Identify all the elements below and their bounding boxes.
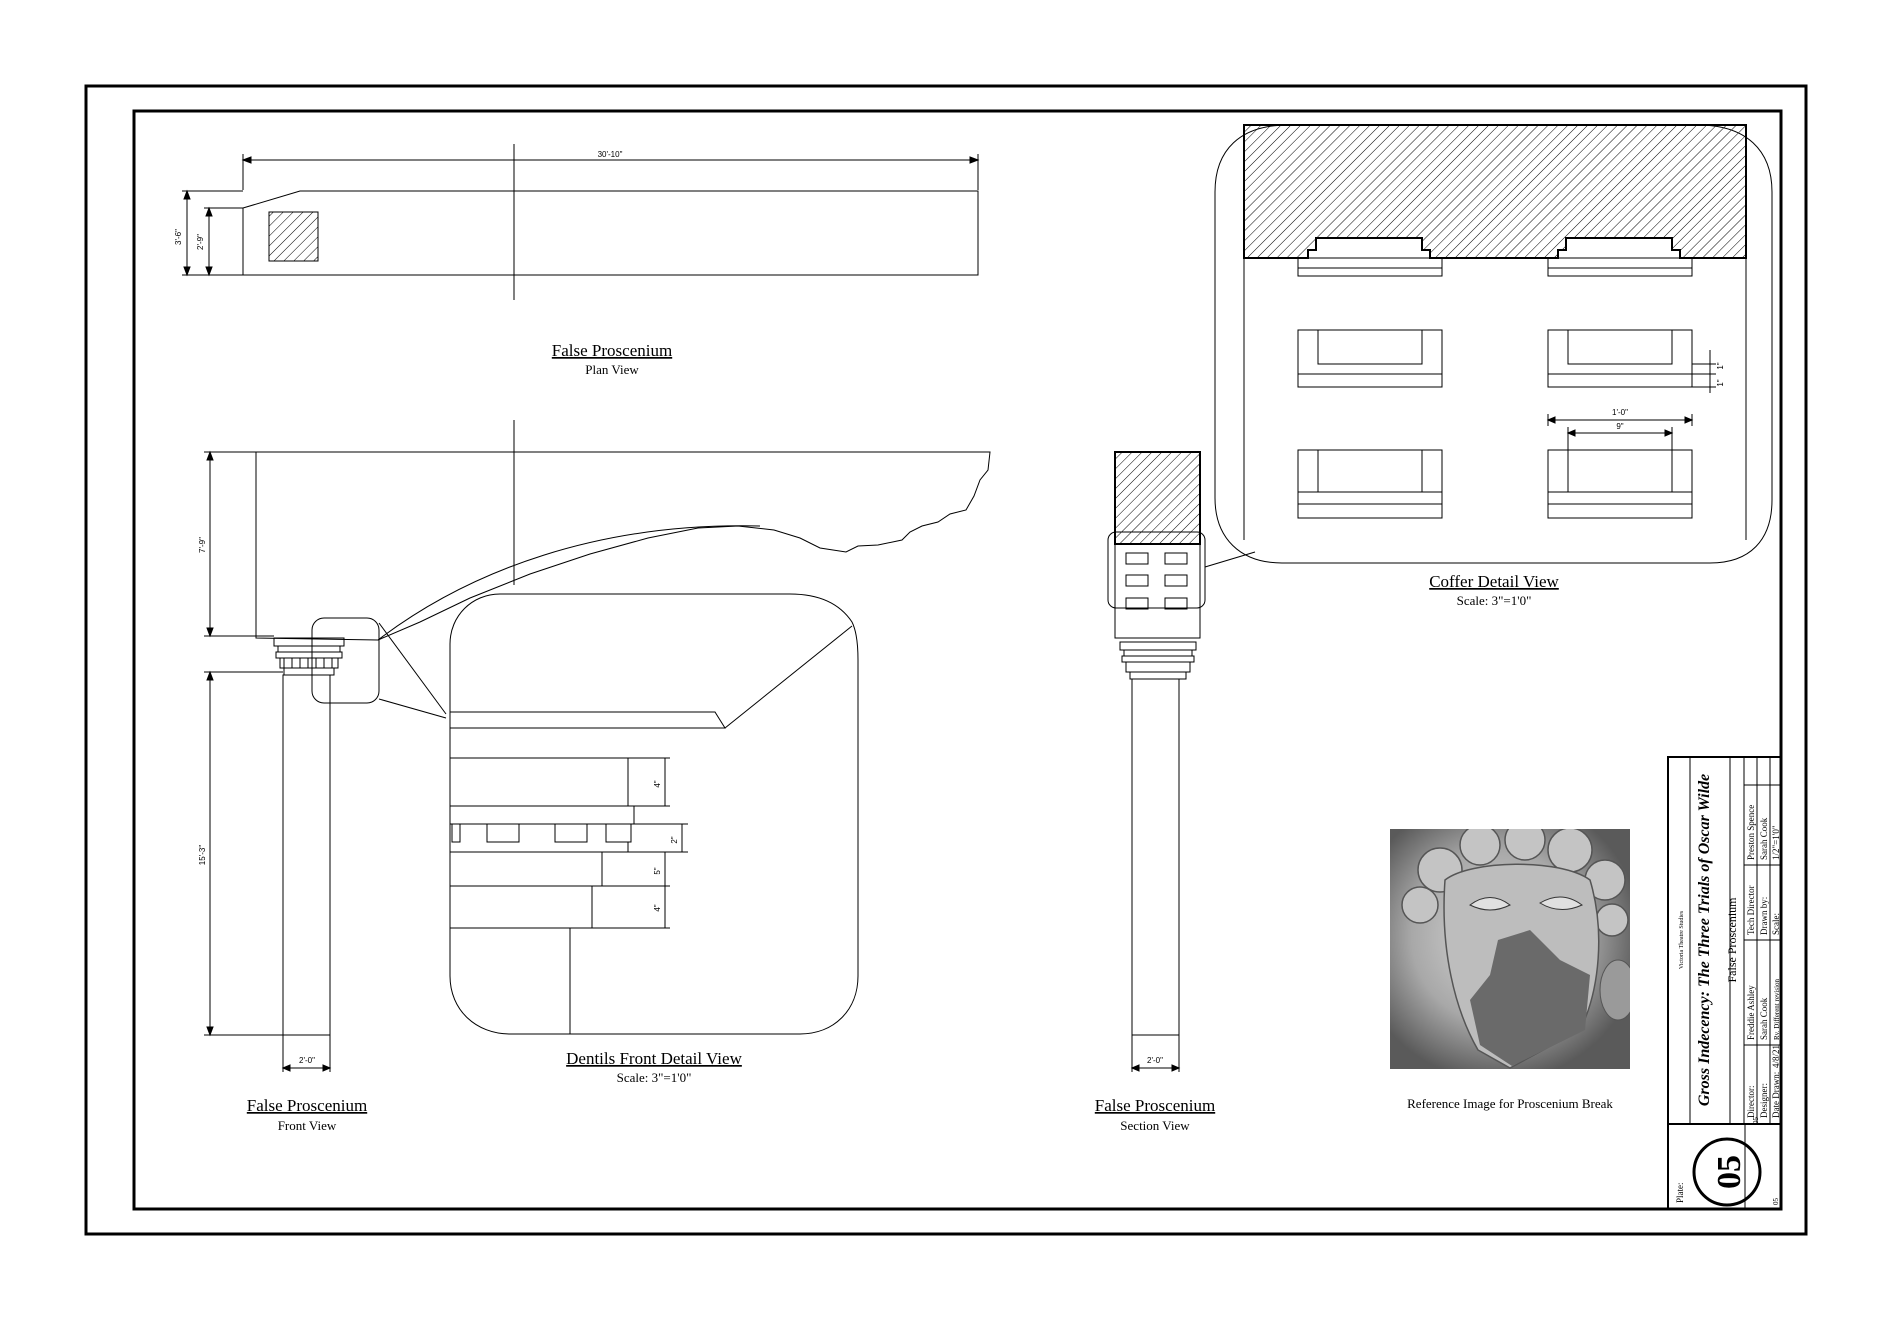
front-view-subtitle: Front View <box>278 1118 337 1133</box>
coffer-dim-a: 1" <box>1716 362 1725 369</box>
plan-dim-overall: 30'-10" <box>598 150 623 159</box>
tb-row1-label: Director: <box>1746 1086 1756 1118</box>
plan-view-title: False Proscenium <box>552 341 672 360</box>
dentils-dim-a: 4" <box>653 780 662 787</box>
section-view-subtitle: Section View <box>1120 1118 1190 1133</box>
tb-row3-value2: 1/2"=1'0" <box>1771 825 1781 860</box>
front-view-drawing <box>204 420 991 1072</box>
tb-row2-label2: Drawn by: <box>1759 897 1769 935</box>
coffer-view-subtitle: Scale: 3"=1'0" <box>1457 593 1532 608</box>
tb-row1-label2: Tech Director <box>1746 885 1756 935</box>
tb-row2-value2: Sarah Cook <box>1759 817 1769 860</box>
tb-row3-label: Date Drawn: <box>1771 1072 1781 1118</box>
coffer-dim-outer: 1'-0" <box>1612 408 1628 417</box>
plan-dim-outer: 3'-6" <box>174 229 183 245</box>
coffer-detail-drawing <box>1214 124 1773 564</box>
title-block <box>1667 756 1782 1210</box>
plate-number: 05 <box>1711 1155 1748 1189</box>
coffer-view-title: Coffer Detail View <box>1429 572 1559 591</box>
drawing-name: False Proscenium <box>1725 897 1739 983</box>
plan-view-subtitle: Plan View <box>585 362 639 377</box>
dentils-dim-b: 2" <box>670 836 679 843</box>
tb-revision: Rv. Different revision <box>1773 978 1781 1040</box>
reference-image <box>1390 829 1630 1069</box>
plate-label: Plate: <box>1675 1183 1685 1204</box>
dentils-detail-drawing <box>449 593 859 1035</box>
section-view-drawing <box>1107 451 1256 1072</box>
dentils-view-title: Dentils Front Detail View <box>566 1049 742 1068</box>
front-view-title: False Proscenium <box>247 1096 367 1115</box>
section-dim-width: 2'-0" <box>1147 1056 1163 1065</box>
tb-row2-label: Designer: <box>1759 1083 1769 1118</box>
theatre-name: Victoria Theatre Studies <box>1679 910 1685 969</box>
show-title: Gross Indecency: The Three Trials of Osc… <box>1696 774 1713 1106</box>
front-dim-width: 2'-0" <box>299 1056 315 1065</box>
section-view-title: False Proscenium <box>1095 1096 1215 1115</box>
coffer-dim-inner: 9" <box>1616 422 1623 431</box>
outer-border <box>84 84 1808 1236</box>
tb-sheet2: 05 <box>1772 1198 1780 1206</box>
tb-row3-value: 4/8/21 <box>1771 1045 1781 1068</box>
plan-view-drawing <box>182 144 980 300</box>
dentils-dim-c: 5" <box>653 867 662 874</box>
tb-row1-value2: Preston Spence <box>1746 805 1756 860</box>
dentils-dim-d: 4" <box>653 904 662 911</box>
reference-caption: Reference Image for Proscenium Break <box>1407 1096 1613 1111</box>
tb-row3-label2: Scale: <box>1771 913 1781 935</box>
tb-row1-value: Freddie Ashley <box>1746 985 1756 1040</box>
tb-sheet: 05 <box>1752 1117 1760 1125</box>
coffer-dim-b: 1" <box>1716 379 1725 386</box>
front-dim-column: 15'-3" <box>198 845 207 866</box>
plan-dim-inner: 2'-9" <box>196 234 205 250</box>
dentils-view-subtitle: Scale: 3"=1'0" <box>617 1070 692 1085</box>
front-dim-header: 7'-9" <box>198 537 207 553</box>
inner-border <box>132 109 1783 1211</box>
tb-row2-value: Sarah Cook <box>1759 997 1769 1040</box>
